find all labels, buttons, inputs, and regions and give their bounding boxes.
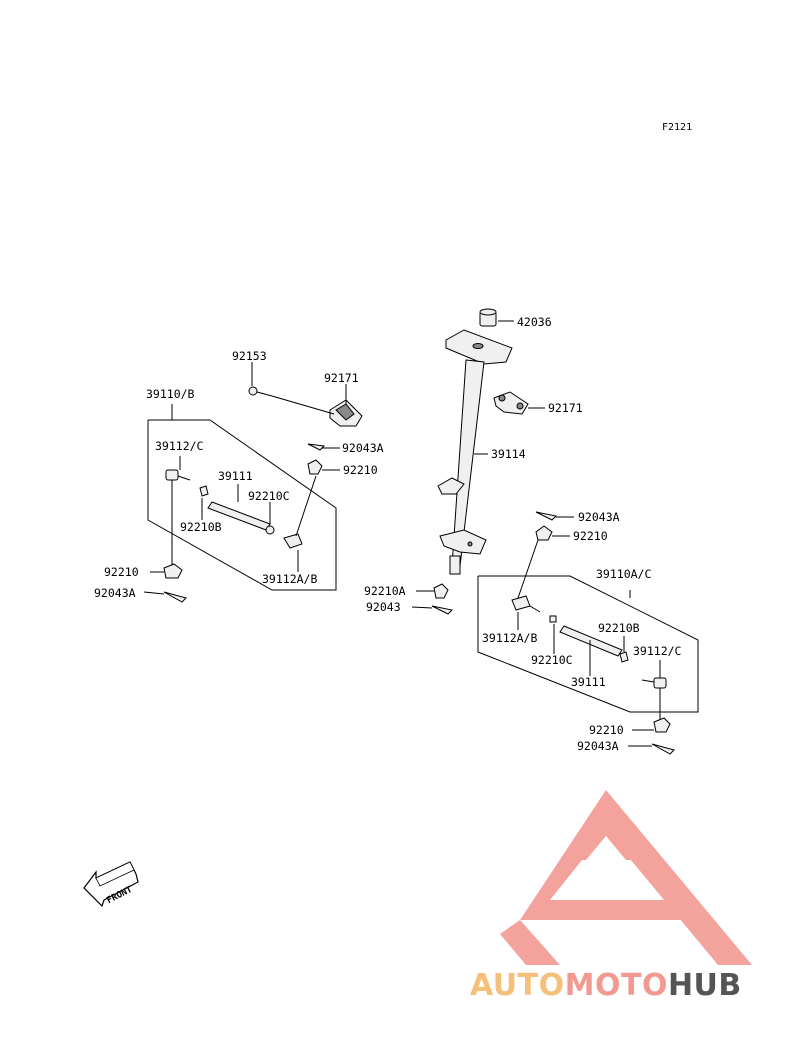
label-39111-right: 39111 — [571, 675, 606, 689]
label-92210C-left: 92210C — [248, 489, 290, 503]
label-39114: 39114 — [491, 447, 526, 461]
leader-lines — [143, 320, 661, 747]
cotter-pin-92043A-left — [163, 591, 187, 603]
bolt-92153 — [248, 386, 335, 415]
tie-rod-39111-right — [559, 625, 623, 657]
label-92210C-right: 92210C — [531, 653, 573, 667]
cotter-pin-92043-center — [431, 605, 454, 615]
label-92210-left-bottom: 92210 — [104, 565, 139, 579]
label-92210B-left: 92210B — [180, 520, 222, 534]
svg-text:AUTOMOTOHUB: AUTOMOTOHUB — [470, 968, 742, 1003]
label-92043A-upper: 92043A — [342, 441, 384, 455]
label-92043A-right-top: 92043A — [578, 510, 620, 524]
part-labels: 42036 92153 92171 92171 39110/B 92043A 3… — [94, 315, 682, 753]
tie-rod-end-39112C-right — [641, 677, 667, 720]
label-39112AB-left: 39112A/B — [262, 572, 317, 586]
tie-rod-end-39112C-left — [165, 469, 191, 566]
shaft-pitman-arm — [439, 529, 487, 555]
nut-92210A-center — [433, 583, 449, 599]
shaft-mid-clamp — [437, 477, 465, 495]
front-direction-arrow: FRONT — [83, 861, 139, 908]
watermark-moto-text: MOTO — [565, 968, 668, 1003]
steering-shaft-39114 — [437, 308, 513, 575]
nut-92210-upper — [307, 459, 323, 475]
label-92210-right-top: 92210 — [573, 529, 608, 543]
label-39110B: 39110/B — [146, 387, 195, 401]
nut-92210B-left — [199, 485, 209, 497]
shaft-bottom-spline — [449, 555, 461, 575]
nut-92210-left-bottom — [163, 563, 183, 579]
nut-92210-right-top — [535, 525, 553, 541]
label-92210-right-bottom: 92210 — [589, 723, 624, 737]
label-92210A: 92210A — [364, 584, 406, 598]
label-92210B-right: 92210B — [598, 621, 640, 635]
watermark-hub-text: HUB — [668, 968, 742, 1003]
cotter-pin-92043A-upper — [307, 443, 326, 451]
label-39112C-right: 39112/C — [633, 644, 682, 658]
watermark-logo-icon — [500, 790, 752, 965]
cotter-pin-92043A-right — [651, 743, 675, 755]
label-39110AC: 39110A/C — [596, 567, 651, 581]
label-92153: 92153 — [232, 349, 267, 363]
cotter-pin-92043A-right-top — [535, 511, 558, 521]
label-92171-right: 92171 — [548, 401, 583, 415]
label-92210-upper: 92210 — [343, 463, 378, 477]
nut-92210B-right — [619, 651, 629, 663]
label-39112AB-right: 39112A/B — [482, 631, 537, 645]
nut-92210C-left — [265, 525, 275, 535]
label-92043A-left: 92043A — [94, 586, 136, 600]
figure-code: F2121 — [662, 122, 692, 133]
tie-rod-end-39112AB-right — [511, 539, 541, 613]
tie-rod-end-39112AB-left — [283, 475, 317, 549]
tie-rod-assembly-left — [147, 404, 337, 603]
label-92043: 92043 — [366, 600, 401, 614]
clamp-92171-left — [329, 399, 363, 427]
label-92171-left: 92171 — [324, 371, 359, 385]
nut-92210C-right — [549, 615, 557, 623]
label-39111-left: 39111 — [218, 469, 253, 483]
tie-rod-assembly-right — [477, 539, 699, 755]
watermark-auto-text: AUTO — [470, 968, 565, 1003]
nut-92210-right-bottom — [653, 717, 671, 733]
label-92043A-right: 92043A — [577, 739, 619, 753]
automotohub-watermark: AUTOMOTOHUB — [470, 790, 752, 1003]
bushing-42036 — [479, 308, 497, 327]
label-39112C-left: 39112/C — [155, 439, 204, 453]
clamp-92171-right — [493, 391, 529, 415]
label-42036: 42036 — [517, 315, 552, 329]
